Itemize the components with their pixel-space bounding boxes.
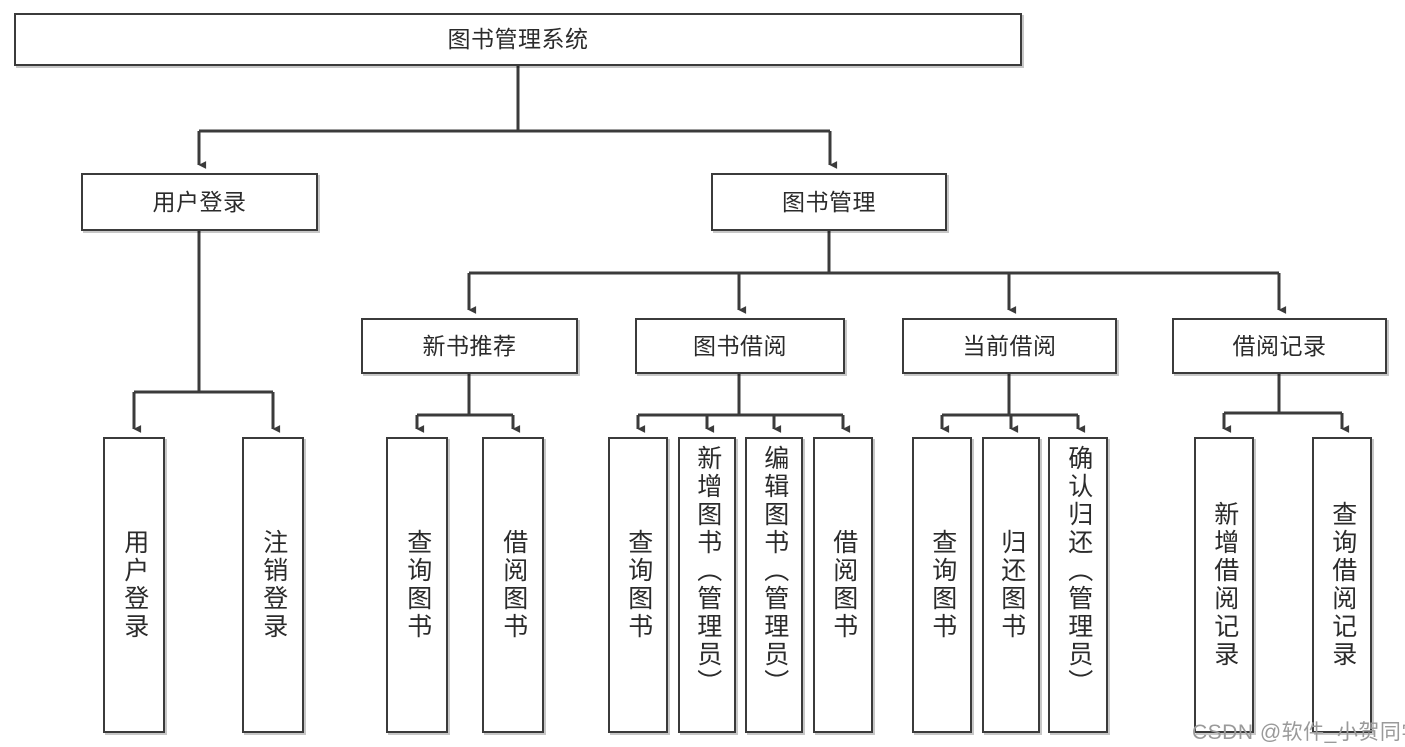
node-book-borrow[interactable]: 图书借阅 bbox=[635, 318, 845, 374]
node-leaf-query-borrow-record-label: 查询借阅记录 bbox=[1328, 501, 1357, 669]
node-current-borrow-label: 当前借阅 bbox=[962, 332, 1057, 359]
node-leaf-query-book[interactable]: 查询图书 bbox=[608, 437, 668, 733]
node-user-login-label: 用户登录 bbox=[152, 188, 247, 215]
node-leaf-query-book-label: 查询图书 bbox=[624, 529, 653, 641]
node-leaf-add-book-admin[interactable]: 新增图书（管理员） bbox=[678, 437, 736, 733]
node-leaf-user-logout-label: 注销登录 bbox=[259, 529, 288, 641]
node-user-login[interactable]: 用户登录 bbox=[81, 173, 318, 231]
node-leaf-user-login[interactable]: 用户登录 bbox=[103, 437, 165, 733]
node-leaf-borrow-book-rec-label: 借阅图书 bbox=[499, 529, 528, 641]
node-leaf-add-borrow-record-label: 新增借阅记录 bbox=[1210, 501, 1239, 669]
node-root-label: 图书管理系统 bbox=[447, 26, 589, 53]
node-book-borrow-label: 图书借阅 bbox=[693, 332, 787, 359]
node-leaf-query-book-cur[interactable]: 查询图书 bbox=[912, 437, 972, 733]
node-new-book-rec[interactable]: 新书推荐 bbox=[361, 318, 578, 374]
node-leaf-user-logout[interactable]: 注销登录 bbox=[242, 437, 304, 733]
node-borrow-record[interactable]: 借阅记录 bbox=[1172, 318, 1387, 374]
node-leaf-confirm-return-admin-label: 确认归还（管理员） bbox=[1064, 445, 1093, 697]
node-book-manage[interactable]: 图书管理 bbox=[711, 173, 947, 231]
node-leaf-borrow-book[interactable]: 借阅图书 bbox=[813, 437, 873, 733]
node-leaf-query-book-rec[interactable]: 查询图书 bbox=[386, 437, 448, 733]
node-leaf-query-book-rec-label: 查询图书 bbox=[403, 529, 432, 641]
node-leaf-return-book-label: 归还图书 bbox=[997, 529, 1026, 641]
node-leaf-user-login-label: 用户登录 bbox=[120, 529, 149, 641]
node-leaf-add-book-admin-label: 新增图书（管理员） bbox=[693, 445, 722, 697]
node-leaf-return-book[interactable]: 归还图书 bbox=[982, 437, 1040, 733]
node-current-borrow[interactable]: 当前借阅 bbox=[902, 318, 1117, 374]
node-leaf-borrow-book-rec[interactable]: 借阅图书 bbox=[482, 437, 544, 733]
node-borrow-record-label: 借阅记录 bbox=[1232, 332, 1327, 359]
node-leaf-edit-book-admin-label: 编辑图书（管理员） bbox=[760, 445, 789, 697]
node-leaf-borrow-book-label: 借阅图书 bbox=[829, 529, 858, 641]
node-leaf-query-book-cur-label: 查询图书 bbox=[928, 529, 957, 641]
csdn-watermark: CSDN @软件_小贺同学 bbox=[1192, 721, 1405, 744]
node-leaf-confirm-return-admin[interactable]: 确认归还（管理员） bbox=[1048, 437, 1108, 733]
node-leaf-edit-book-admin[interactable]: 编辑图书（管理员） bbox=[745, 437, 803, 733]
node-leaf-add-borrow-record[interactable]: 新增借阅记录 bbox=[1194, 437, 1254, 733]
node-root[interactable]: 图书管理系统 bbox=[14, 13, 1022, 66]
node-leaf-query-borrow-record[interactable]: 查询借阅记录 bbox=[1312, 437, 1372, 733]
node-new-book-rec-label: 新书推荐 bbox=[422, 332, 517, 359]
node-book-manage-label: 图书管理 bbox=[782, 188, 876, 215]
